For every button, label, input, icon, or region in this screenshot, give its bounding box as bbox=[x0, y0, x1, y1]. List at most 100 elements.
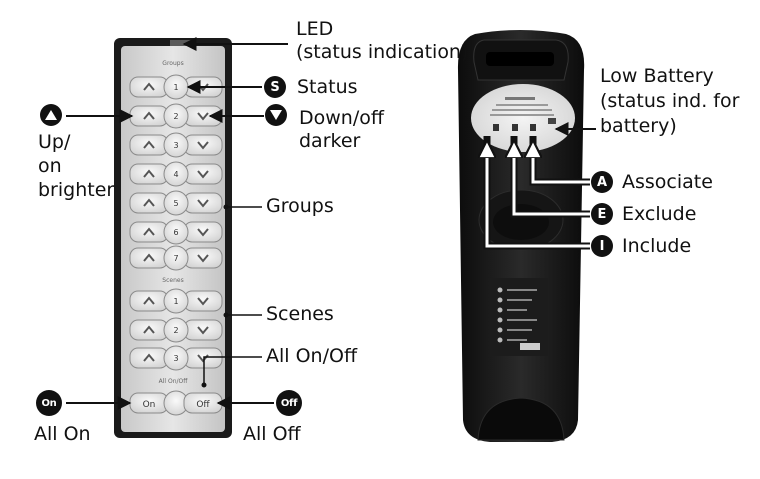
scene-1-status-button[interactable] bbox=[163, 288, 189, 314]
sticker-dot bbox=[497, 287, 503, 293]
group-2-status-button[interactable] bbox=[163, 103, 189, 129]
chevron-up-icon bbox=[143, 253, 155, 262]
groups-label: Groups bbox=[266, 195, 334, 217]
include-hole[interactable] bbox=[493, 124, 499, 131]
group-7-number: 7 bbox=[173, 254, 178, 263]
chevron-down-icon bbox=[197, 170, 209, 179]
scene-1-number: 1 bbox=[173, 297, 178, 306]
sticker-dot bbox=[497, 327, 503, 333]
all-on-off-caption: All On/Off bbox=[159, 378, 189, 385]
group-4-number: 4 bbox=[173, 170, 178, 179]
sticker-dot bbox=[497, 297, 503, 303]
include-badge-icon: I bbox=[591, 235, 613, 257]
chevron-up-icon bbox=[143, 169, 155, 178]
scenes-caption: Scenes bbox=[162, 277, 183, 284]
all-on-label: All On bbox=[34, 423, 91, 445]
chevron-down-icon bbox=[197, 112, 209, 121]
low-battery-label-line-2: (status ind. for bbox=[600, 90, 740, 112]
sticker-text-line bbox=[507, 309, 527, 311]
scene-2-row: 2 bbox=[129, 317, 223, 343]
on-badge-icon: On bbox=[36, 390, 62, 416]
sticker-dot bbox=[497, 317, 503, 323]
down-label: Down/off darker bbox=[299, 107, 384, 153]
chevron-down-icon bbox=[197, 141, 209, 150]
low-battery-led bbox=[548, 118, 556, 124]
battery-label-text-line bbox=[496, 104, 548, 106]
chevron-up-icon bbox=[143, 353, 155, 362]
sticker-text-line bbox=[507, 339, 527, 341]
remote-back-bottom-scoop bbox=[477, 397, 565, 441]
group-7-row: 7 bbox=[129, 245, 223, 271]
battery-label-text-line bbox=[505, 97, 535, 100]
all-off-label: All Off bbox=[243, 423, 301, 445]
sticker-text-line bbox=[507, 329, 532, 331]
group-5-number: 5 bbox=[173, 199, 178, 208]
scene-3-status-button[interactable] bbox=[163, 345, 189, 371]
group-3-number: 3 bbox=[173, 141, 178, 150]
group-7-status-button[interactable] bbox=[163, 245, 189, 271]
exclude-badge-icon: E bbox=[591, 203, 613, 225]
all-off-button-label: Off bbox=[196, 400, 210, 410]
led-label-line-2: (status indication) bbox=[296, 41, 469, 63]
all-on-off-row: On Off bbox=[129, 390, 223, 416]
group-3-row: 3 bbox=[129, 132, 223, 158]
group-6-number: 6 bbox=[173, 228, 178, 237]
up-label-line-2: on bbox=[38, 155, 62, 177]
group-3-status-button[interactable] bbox=[163, 132, 189, 158]
battery-cover-recess-inner bbox=[493, 204, 549, 240]
sticker-text-line bbox=[507, 289, 537, 291]
scene-2-status-button[interactable] bbox=[163, 317, 189, 343]
scene-3-number: 3 bbox=[173, 354, 178, 363]
down-label-line-1: Down/off bbox=[299, 107, 384, 129]
chevron-up-icon bbox=[143, 140, 155, 149]
sticker-logo bbox=[520, 343, 540, 350]
exclude-hole[interactable] bbox=[512, 124, 518, 131]
scene-1-row: 1 bbox=[129, 288, 223, 314]
group-6-status-button[interactable] bbox=[163, 219, 189, 245]
low-battery-label-line-1: Low Battery bbox=[600, 65, 714, 87]
remote-back-top-slot-inner bbox=[486, 52, 554, 66]
sticker-dot bbox=[497, 307, 503, 313]
sticker-dot bbox=[497, 337, 503, 343]
chevron-up-icon bbox=[143, 296, 155, 305]
battery-label-text-line bbox=[490, 114, 554, 116]
up-triangle-icon bbox=[40, 104, 62, 126]
chevron-up-icon bbox=[143, 198, 155, 207]
up-label: Up/ on brighter bbox=[38, 130, 114, 202]
led-label-line-1: LED bbox=[296, 18, 334, 40]
all-on-off-label: All On/Off bbox=[266, 345, 358, 367]
chevron-down-icon bbox=[197, 199, 209, 208]
low-battery-label: Low Battery (status ind. for battery) bbox=[600, 64, 739, 139]
all-on-button-label: On bbox=[143, 400, 156, 410]
scene-2-number: 2 bbox=[173, 326, 178, 335]
down-label-line-2: darker bbox=[299, 130, 361, 152]
chevron-down-icon bbox=[197, 254, 209, 263]
instruction-sticker-lines bbox=[497, 287, 540, 350]
group-1-number: 1 bbox=[173, 83, 178, 92]
chevron-down-icon bbox=[197, 228, 209, 237]
status-label: Status bbox=[297, 76, 358, 98]
off-badge-icon: Off bbox=[276, 390, 302, 416]
up-label-line-1: Up/ bbox=[38, 131, 71, 153]
group-5-row: 5 bbox=[129, 190, 223, 216]
low-battery-label-line-3: battery) bbox=[600, 115, 677, 137]
group-4-status-button[interactable] bbox=[163, 161, 189, 187]
sticker-text-line bbox=[507, 299, 532, 301]
battery-label bbox=[471, 84, 575, 152]
group-2-number: 2 bbox=[173, 112, 178, 121]
group-4-row: 4 bbox=[129, 161, 223, 187]
associate-hole[interactable] bbox=[530, 124, 536, 131]
include-label: Include bbox=[622, 235, 692, 257]
scenes-label: Scenes bbox=[266, 303, 334, 325]
down-triangle-icon bbox=[265, 104, 287, 126]
chevron-up-icon bbox=[143, 325, 155, 334]
group-5-status-button[interactable] bbox=[163, 190, 189, 216]
associate-badge-icon: A bbox=[591, 171, 613, 193]
status-badge-icon: S bbox=[264, 76, 286, 98]
sticker-text-line bbox=[507, 319, 537, 321]
chevron-up-icon bbox=[143, 111, 155, 120]
chevron-down-icon bbox=[197, 326, 209, 335]
associate-label: Associate bbox=[622, 171, 713, 193]
battery-label-text-line bbox=[492, 109, 552, 111]
